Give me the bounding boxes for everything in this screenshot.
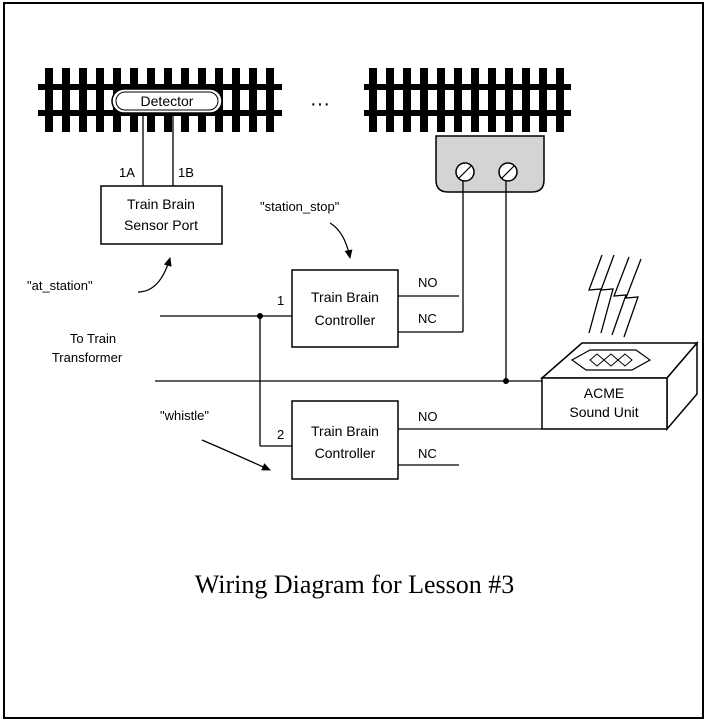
controller-2-line1: Train Brain: [311, 423, 379, 439]
right-track-top-rail: [364, 84, 571, 90]
at-station-label: "at_station": [27, 278, 93, 293]
transformer-line1: To Train: [70, 331, 116, 346]
diagram-caption: Wiring Diagram for Lesson #3: [194, 570, 515, 599]
station-stop-arrow: [329, 222, 353, 259]
right-track-bottom-rail: [364, 110, 571, 116]
wiring: [155, 181, 542, 447]
sensor-port-line2: Sensor Port: [124, 217, 198, 233]
sensor-port-line1: Train Brain: [127, 196, 195, 212]
controller-1-box: Train Brain Controller: [291, 269, 399, 348]
controller-2-no: NO: [418, 409, 438, 424]
detector: Detector: [111, 88, 223, 114]
transformer-line2: Transformer: [52, 350, 123, 365]
sound-unit-line2: Sound Unit: [569, 404, 638, 420]
wire-1b-label: 1B: [178, 165, 194, 180]
controller-2-box: Train Brain Controller: [291, 400, 399, 480]
controller-2-number: 2: [277, 427, 284, 442]
controller-1-line2: Controller: [315, 312, 376, 328]
controller-1-number: 1: [277, 293, 284, 308]
controller-2-nc: NC: [418, 446, 437, 461]
sound-unit: ACME Sound Unit: [540, 340, 699, 432]
right-track-section: [364, 68, 571, 132]
station-stop-label: "station_stop": [260, 199, 340, 214]
at-station-arrow: [137, 257, 172, 293]
sensor-port-box: Train Brain Sensor Port: [100, 185, 223, 245]
wire-1a-label: 1A: [119, 165, 135, 180]
controller-1-line1: Train Brain: [311, 289, 379, 305]
whistle-label: "whistle": [160, 408, 209, 423]
right-track-ties: [369, 68, 564, 132]
sensor-wires: 1A 1B: [119, 113, 194, 186]
track-ellipsis: ···: [310, 93, 330, 115]
speaker-grille-icon: [570, 349, 652, 371]
sound-unit-line1: ACME: [584, 385, 624, 401]
track-terminal-block: [435, 135, 545, 193]
whistle-arrow: [201, 439, 271, 471]
detector-label: Detector: [141, 93, 194, 109]
controller-2-line2: Controller: [315, 445, 376, 461]
controller-1-no: NO: [418, 275, 438, 290]
sound-bolts-icon: [588, 254, 642, 338]
left-track-top-rail: [38, 84, 282, 90]
controller-1-nc: NC: [418, 311, 437, 326]
